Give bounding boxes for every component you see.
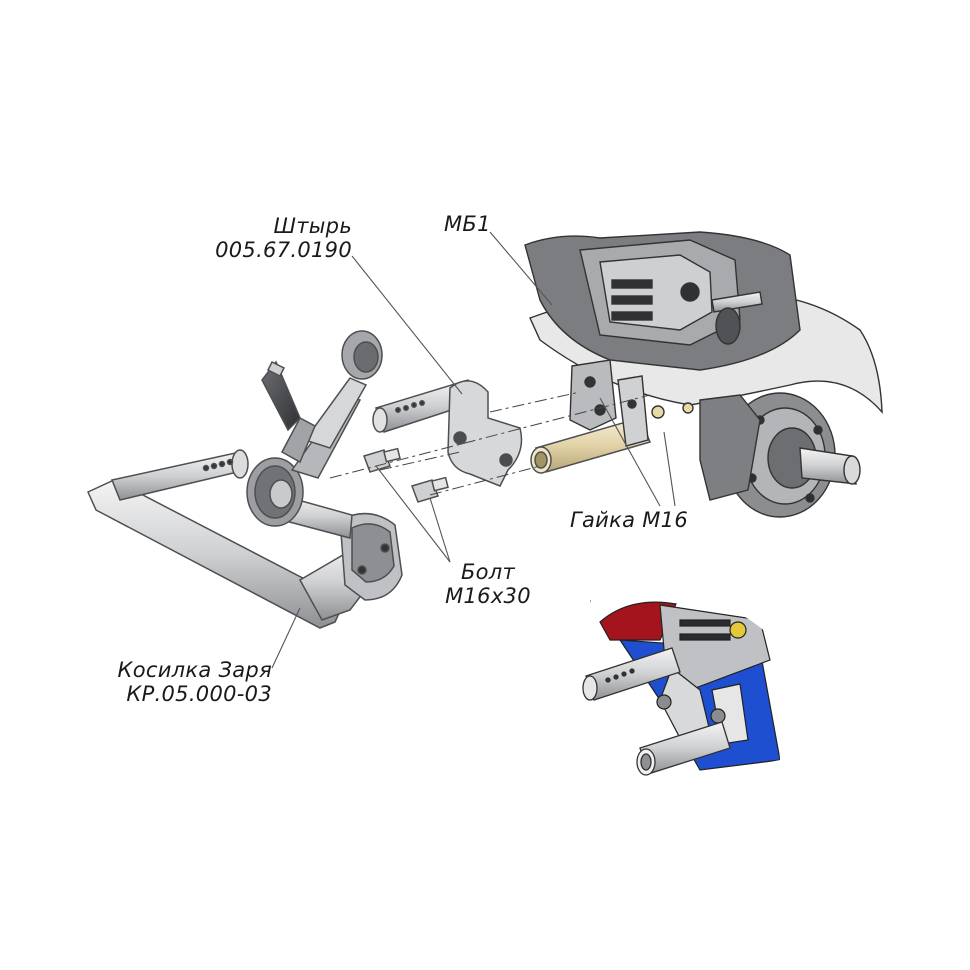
mower-frame <box>87 330 403 629</box>
callout-pin-name: Штырь <box>273 214 352 238</box>
callout-bolt-size: М16х30 <box>445 584 531 608</box>
detail-inset <box>582 591 780 790</box>
callout-pin-code: 005.67.0190 <box>215 238 352 262</box>
callout-bolt: Болт М16х30 <box>440 560 536 608</box>
callout-mower: Косилка Заря КР.05.000-03 <box>112 658 272 706</box>
nut-bushing <box>530 417 652 474</box>
callout-bolt-name: Болт <box>460 560 516 584</box>
leader-lines <box>271 231 676 669</box>
callout-mower-name: Косилка Заря <box>117 658 272 682</box>
callout-mower-code: КР.05.000-03 <box>126 682 272 706</box>
callout-nut: Гайка М16 <box>570 508 688 532</box>
callout-tiller-name: МБ1 <box>444 212 491 236</box>
callout-pin: Штырь 005.67.0190 <box>212 214 352 262</box>
pin-and-bracket <box>372 379 523 487</box>
bolts-m16x30 <box>363 447 449 503</box>
callout-tiller: МБ1 <box>444 212 491 236</box>
callout-nut-name: Гайка М16 <box>570 508 688 532</box>
tiller-mb1 <box>524 231 883 518</box>
assembly-axis-lines <box>329 391 651 496</box>
